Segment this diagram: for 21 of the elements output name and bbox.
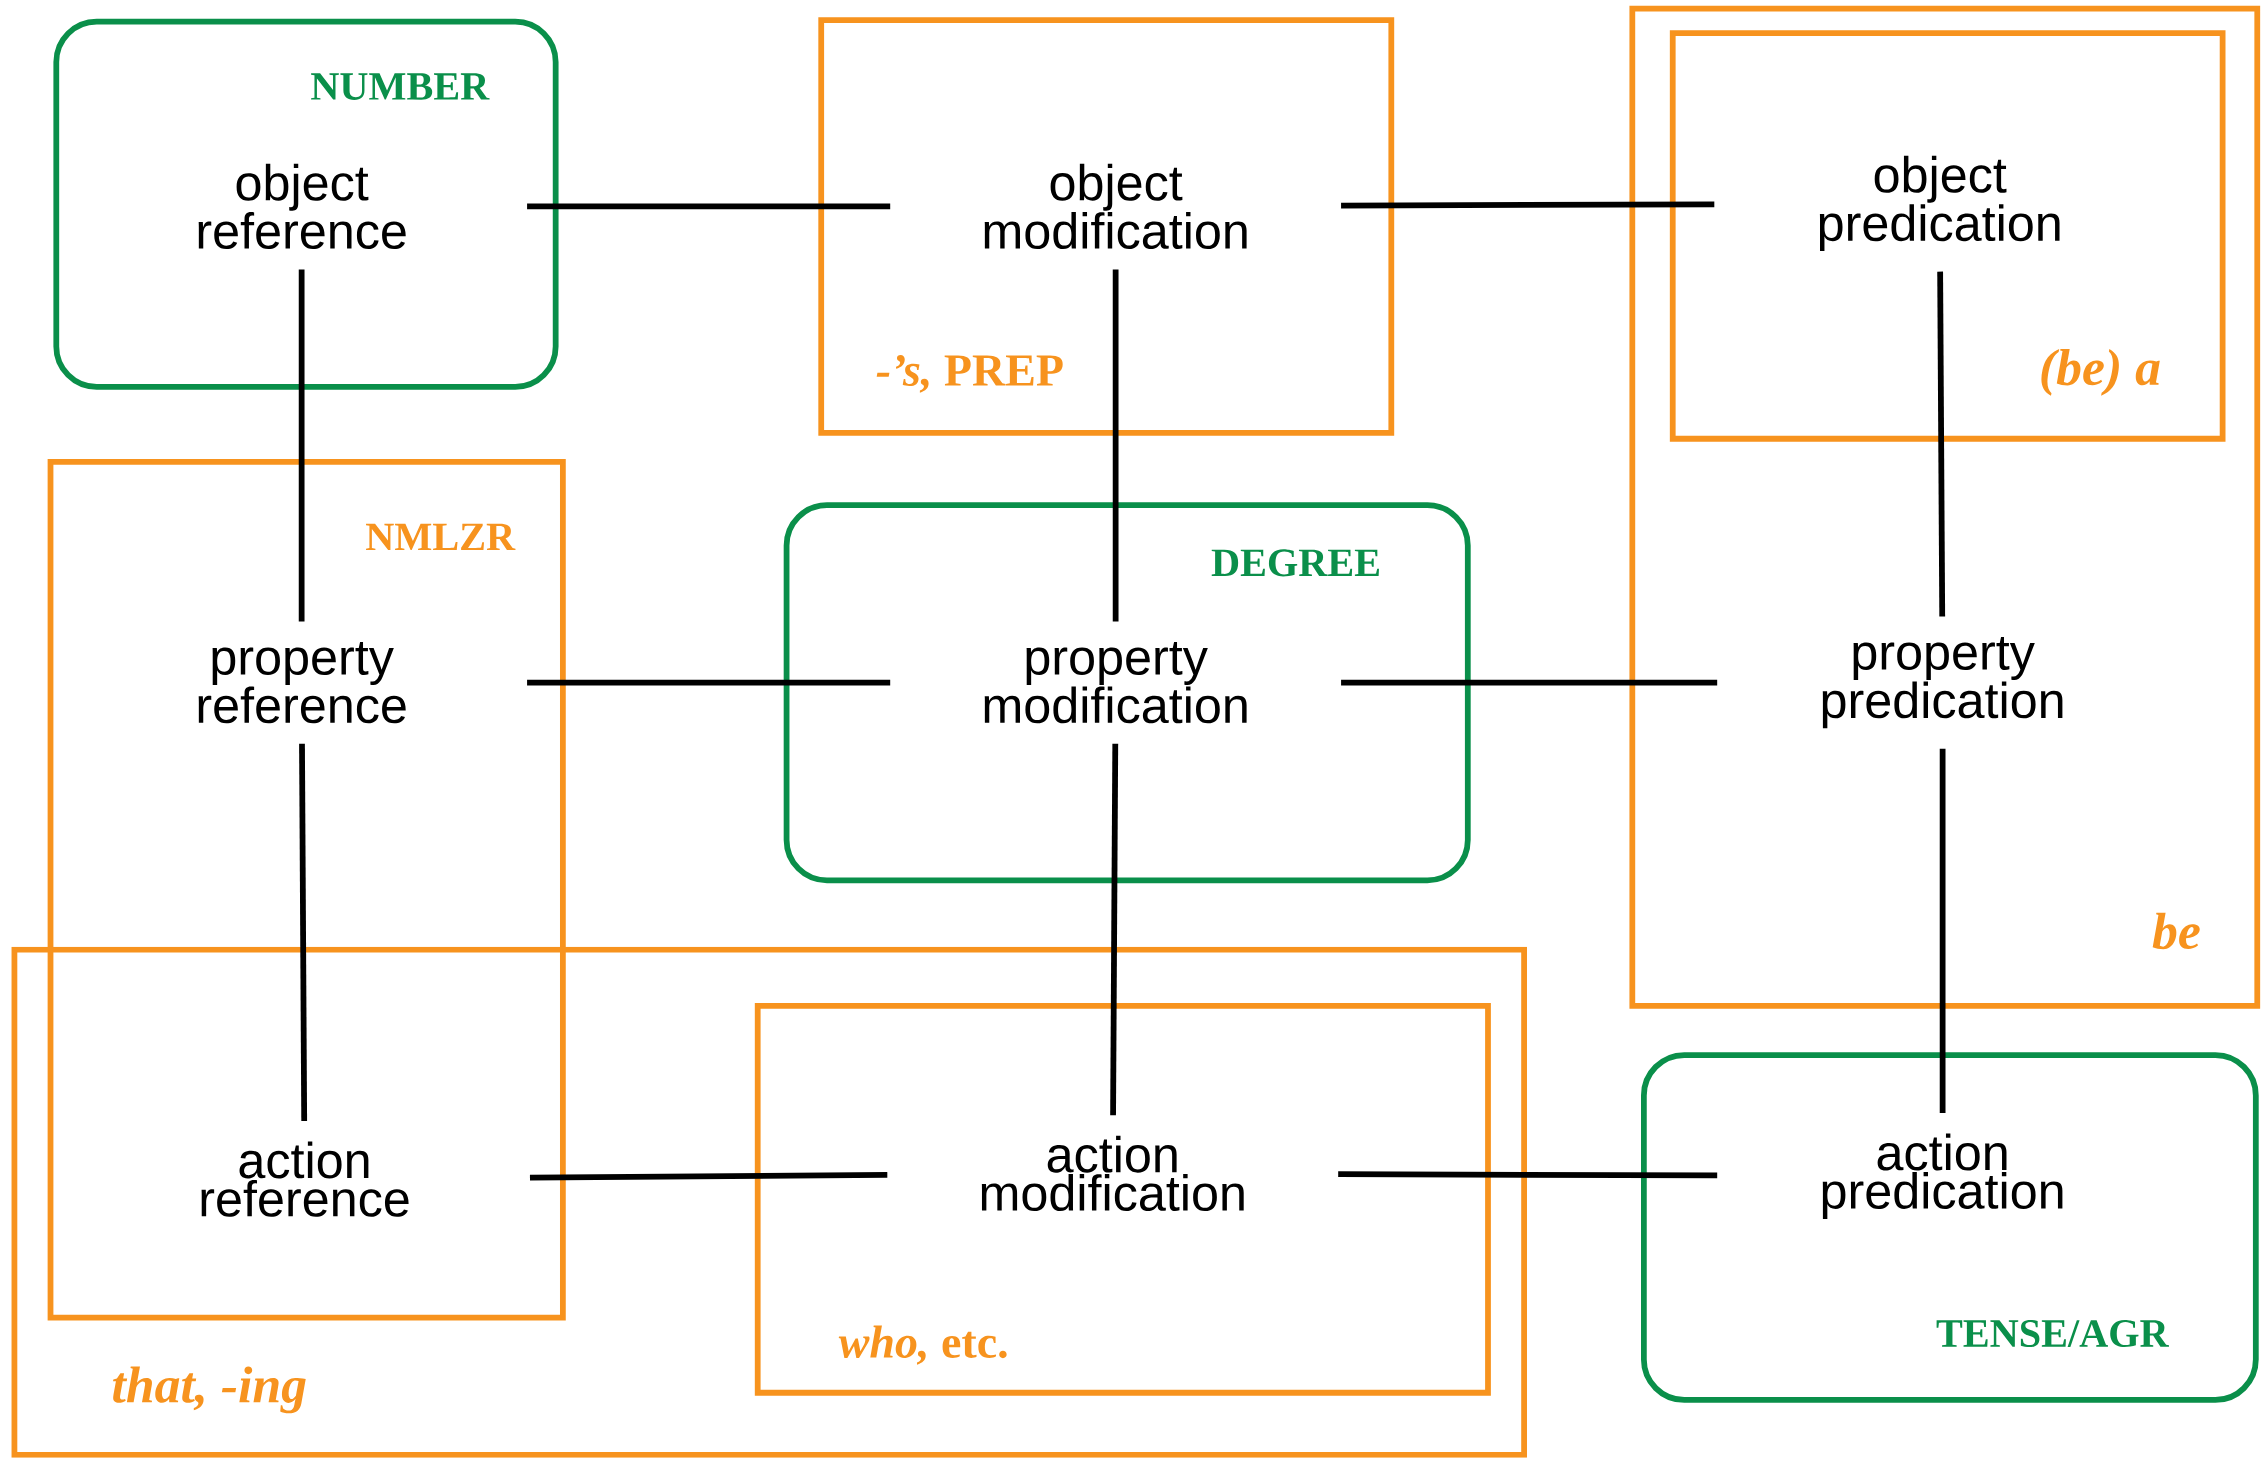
concept-label: property modification: [984, 642, 1247, 724]
concept-label: property predication: [1822, 637, 2063, 729]
concept-label: action predication: [1822, 1133, 2063, 1220]
connector-line: [527, 203, 891, 210]
concept-label: object predication: [1819, 156, 2060, 252]
connector-line: [1939, 748, 1946, 1114]
connector-line: [299, 743, 308, 1122]
connector-line: [527, 679, 891, 686]
connector-line: [1112, 269, 1119, 622]
connector-line: [1110, 743, 1119, 1116]
connector-line: [529, 1172, 888, 1181]
concept-label: object modification: [984, 163, 1247, 250]
connector-line: [1338, 1171, 1718, 1179]
concept-label: action modification: [981, 1135, 1244, 1212]
concept-label: action reference: [201, 1141, 409, 1217]
concept-label: property reference: [198, 642, 406, 724]
connector-line: [298, 269, 305, 622]
connector-line: [1937, 271, 1946, 617]
connector-line: [1341, 679, 1718, 686]
connector-line: [1341, 201, 1715, 209]
concept-label: object reference: [198, 163, 406, 250]
